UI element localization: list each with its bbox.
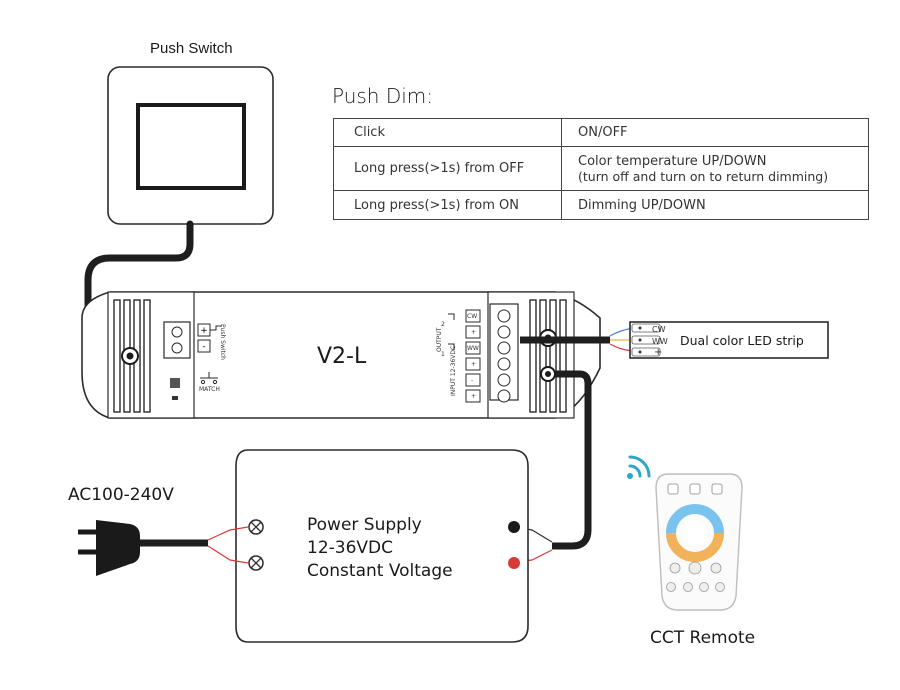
channel-number: 1 [441,351,445,358]
action-cell: Click [333,118,562,147]
switch-terminal-label: Push Switch [219,324,226,360]
terminal-label: WW [467,345,479,352]
terminal-label: + [471,361,477,368]
power-supply [235,449,529,643]
remote-label: CCT Remote [650,628,756,648]
table-row: Long press(>1s) from ON Dimming UP/DOWN [333,190,869,220]
controller-model: V2-L [317,344,367,369]
input-cable [548,370,592,550]
match-label: MATCH [199,386,220,393]
terminal-label: CW [467,313,478,320]
svg-text:+: + [200,326,208,336]
mains-label: AC100-240V [68,485,174,505]
push-switch [107,66,274,225]
push-switch-title: Push Switch [150,40,233,57]
power-supply-label: Power Supply 12-36VDC Constant Voltage [307,514,453,583]
psu-line: Power Supply [307,515,422,535]
terminal-label: + [471,393,477,400]
psu-line: Constant Voltage [307,561,453,581]
push-dim-title: Push Dim: [332,84,434,108]
channel-number: 2 [441,321,445,328]
led-strip [629,321,829,359]
result-cell: ON/OFF [561,118,869,147]
result-note: (turn off and turn on to return dimming) [578,168,829,184]
strip-pin-label: CW [652,325,666,334]
result-cell: Color temperature UP/DOWN (turn off and … [561,146,869,191]
table-row: Long press(>1s) from OFF Color temperatu… [333,146,869,191]
strip-pin-label: + [654,347,663,358]
action-cell: Long press(>1s) from ON [333,190,562,220]
svg-text:-: - [202,342,205,352]
result-text: Color temperature UP/DOWN [578,153,767,169]
table-row: Click ON/OFF [333,118,869,147]
wireless-icon [627,455,651,479]
push-dim-table: Click ON/OFF Long press(>1s) from OFF Co… [333,118,869,220]
controller-housing: + - [81,291,601,419]
cct-remote [655,473,743,611]
result-cell: Dimming UP/DOWN [561,190,869,220]
strip-pin-label: WW [652,337,668,346]
terminal-label: + [471,329,477,336]
led-strip-label: Dual color LED strip [680,333,804,348]
psu-line: 12-36VDC [307,538,393,558]
output-label: OUTPUT [436,327,443,352]
terminal-label: - [471,377,474,384]
action-cell: Long press(>1s) from OFF [333,146,562,191]
input-label: INPUT 12-36VDC [450,345,457,396]
ac-plug [78,520,249,576]
